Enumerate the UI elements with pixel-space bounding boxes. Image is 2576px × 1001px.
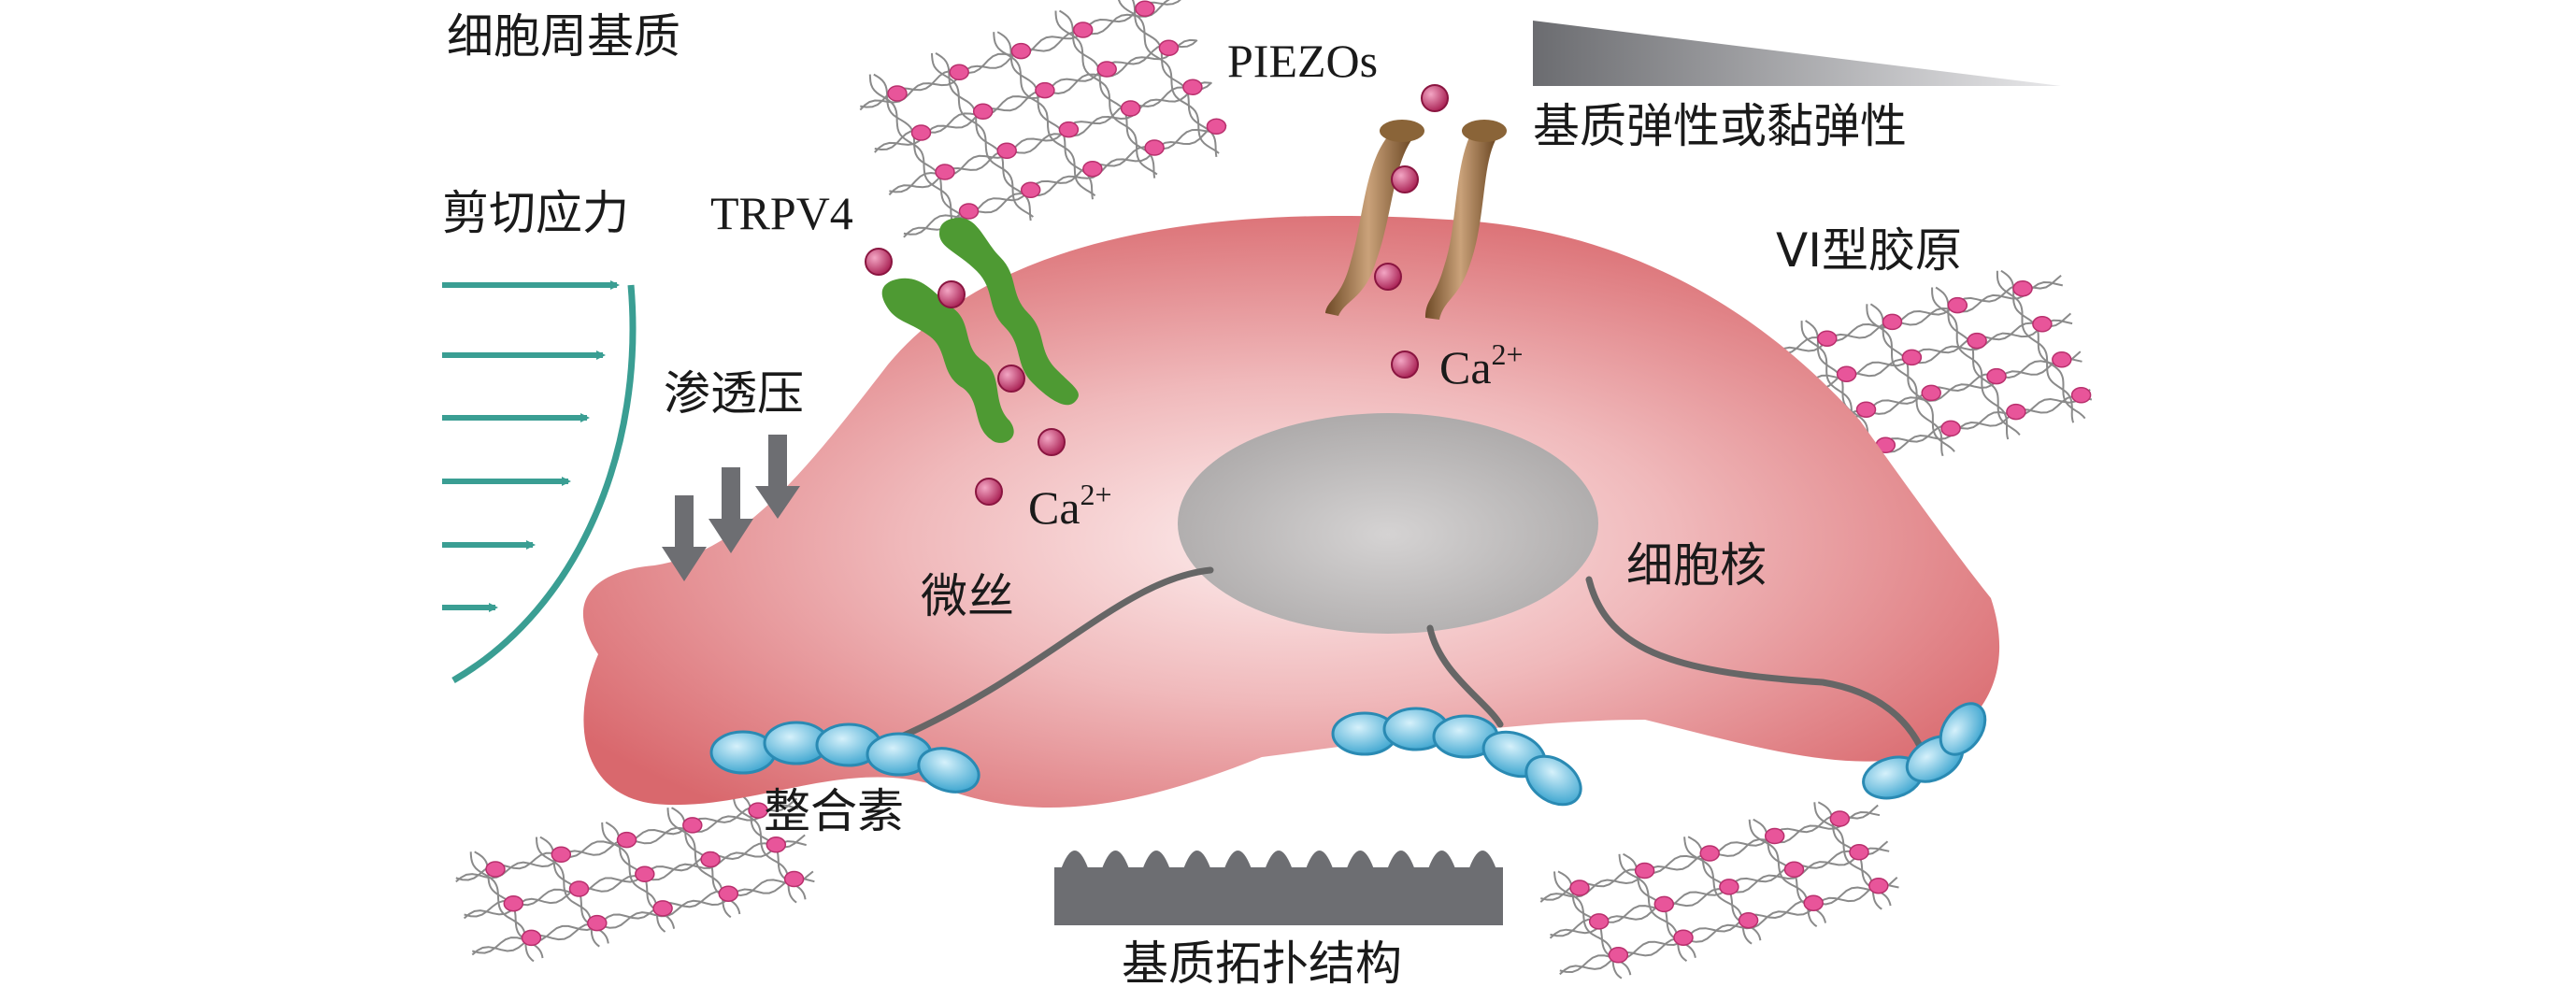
substrate-topology [1054,851,1503,925]
label-piezos: PIEZOs [1227,35,1378,87]
microfilaments [894,566,1925,751]
label-osmotic-pressure: 渗透压 [664,366,804,421]
label-matrix-stiffness: 基质弹性或黏弹性 [1533,99,1907,153]
label-shear-stress: 剪切应力 [442,186,629,240]
arrow-right-icon [442,280,637,684]
label-trpv4: TRPV4 [710,187,853,239]
label-pericellular-matrix: 细胞周基质 [447,9,680,64]
trpv4-channel [881,218,1079,443]
piezo-channel [1325,120,1507,320]
label-substrate-topology: 基质拓扑结构 [1122,937,1402,991]
integrin-cluster-left [709,721,980,794]
integrin-cluster-middle [1331,707,1582,807]
integrin-cluster-right [1862,702,1987,800]
label-collagen-vi: VI型胶原 [1776,223,1962,278]
collagen-network-bottom-right [1539,801,1899,980]
nucleus [1178,413,1598,634]
collagen-network-top [859,0,1227,242]
label-calcium-left: Ca2+ [1028,478,1112,534]
label-calcium-right: Ca2+ [1439,337,1524,393]
calcium-ions [865,84,1449,506]
label-microfilament: 微丝 [921,569,1014,623]
label-nucleus: 细胞核 [1626,538,1767,593]
label-integrin: 整合素 [764,784,904,838]
collagen-network-bottom-left [455,792,815,963]
arrow-down-icon [662,435,800,581]
wedge-gradient-icon [1533,21,2061,86]
